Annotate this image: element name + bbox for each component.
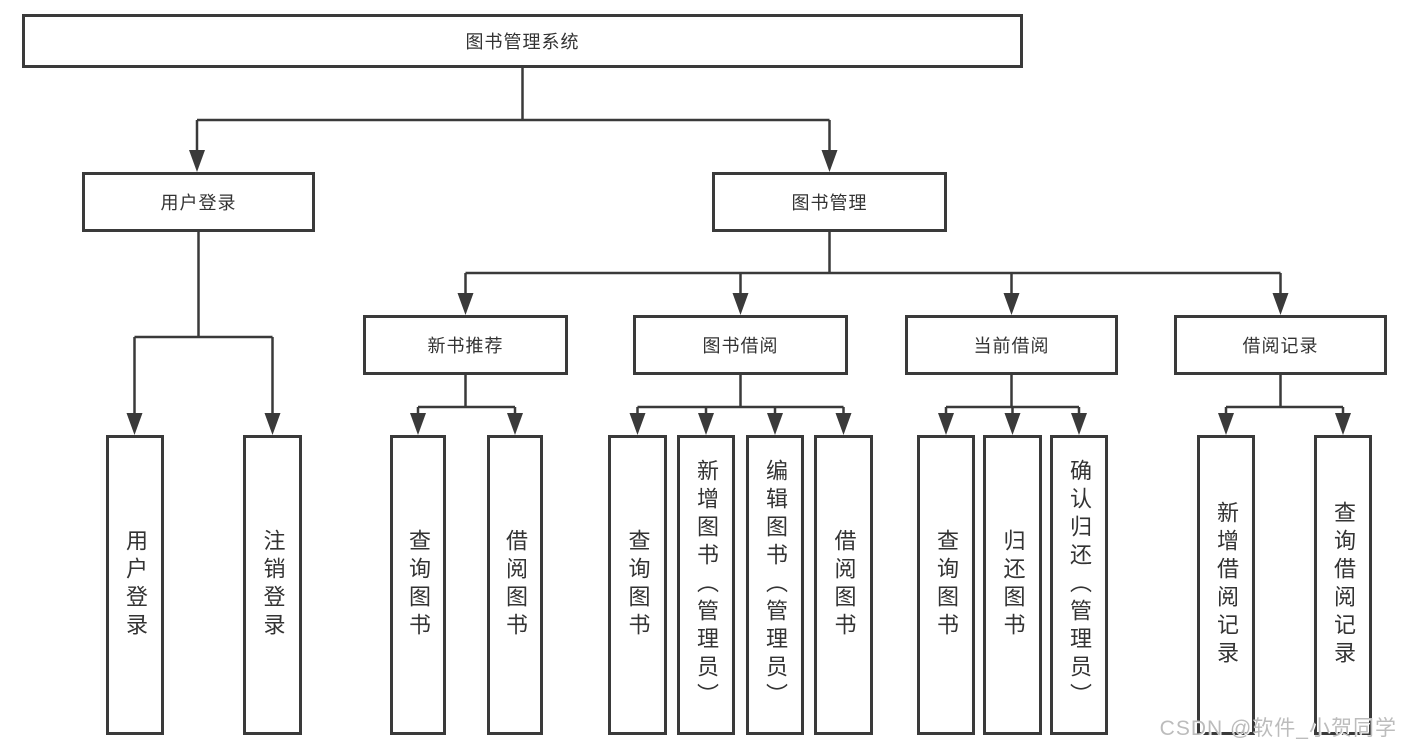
node-book-borrow-label: 图书借阅: [702, 336, 779, 356]
node-leaf-cb-return-book-label: 归还图书: [1000, 529, 1026, 641]
node-leaf-bb-query-book: 查询图书: [608, 435, 667, 735]
node-leaf-user-login-label: 用户登录: [123, 529, 148, 641]
connector-borrow-records-to-leaves: [1218, 375, 1351, 435]
connector-new-book-rec-to-leaves: [410, 375, 523, 435]
node-leaf-br-query-record-label: 查询借阅记录: [1331, 501, 1356, 669]
node-leaf-logout-label: 注销登录: [260, 529, 286, 641]
node-new-book-rec: 新书推荐: [363, 315, 568, 375]
connector-user-login-to-leaves: [126, 232, 281, 435]
connector-root-to-level2: [189, 68, 838, 172]
node-leaf-logout: 注销登录: [243, 435, 302, 735]
node-leaf-rec-query-book-label: 查询图书: [406, 529, 431, 641]
node-leaf-bb-add-book: 新增图书（管理员）: [677, 435, 735, 735]
connector-book-mgmt-to-level3: [457, 232, 1289, 315]
connector-book-borrow-to-leaves: [629, 375, 852, 435]
node-book-mgmt-label: 图书管理: [791, 193, 868, 213]
node-leaf-rec-borrow-book-label: 借阅图书: [503, 529, 528, 641]
node-leaf-bb-borrow-book: 借阅图书: [814, 435, 873, 735]
node-current-borrow: 当前借阅: [905, 315, 1118, 375]
node-current-borrow-label: 当前借阅: [973, 336, 1050, 356]
node-leaf-cb-return-book: 归还图书: [983, 435, 1042, 735]
node-leaf-rec-query-book: 查询图书: [390, 435, 446, 735]
node-leaf-user-login: 用户登录: [106, 435, 164, 735]
node-leaf-cb-confirm-return-label: 确认归还（管理员）: [1067, 459, 1092, 711]
node-leaf-bb-borrow-book-label: 借阅图书: [831, 529, 857, 641]
node-leaf-cb-query-book-label: 查询图书: [934, 529, 959, 641]
node-leaf-br-add-record-label: 新增借阅记录: [1214, 501, 1239, 669]
node-root-label: 图书管理系统: [465, 32, 580, 52]
node-leaf-rec-borrow-book: 借阅图书: [487, 435, 543, 735]
node-leaf-bb-edit-book: 编辑图书（管理员）: [746, 435, 804, 735]
node-borrow-records: 借阅记录: [1174, 315, 1387, 375]
node-leaf-cb-confirm-return: 确认归还（管理员）: [1050, 435, 1108, 735]
node-leaf-bb-edit-book-label: 编辑图书（管理员）: [763, 459, 788, 711]
node-root: 图书管理系统: [22, 14, 1023, 68]
node-leaf-cb-query-book: 查询图书: [917, 435, 975, 735]
node-new-book-rec-label: 新书推荐: [427, 336, 504, 356]
node-book-borrow: 图书借阅: [633, 315, 848, 375]
watermark: CSDN @软件_小贺同学: [1159, 717, 1397, 740]
node-user-login: 用户登录: [82, 172, 315, 232]
node-leaf-br-add-record: 新增借阅记录: [1197, 435, 1255, 735]
node-leaf-bb-query-book-label: 查询图书: [625, 529, 651, 641]
node-leaf-bb-add-book-label: 新增图书（管理员）: [694, 459, 719, 711]
node-book-mgmt: 图书管理: [712, 172, 947, 232]
node-borrow-records-label: 借阅记录: [1242, 336, 1319, 356]
node-user-login-label: 用户登录: [160, 193, 237, 213]
node-leaf-br-query-record: 查询借阅记录: [1314, 435, 1372, 735]
connector-current-borrow-to-leaves: [938, 375, 1087, 435]
